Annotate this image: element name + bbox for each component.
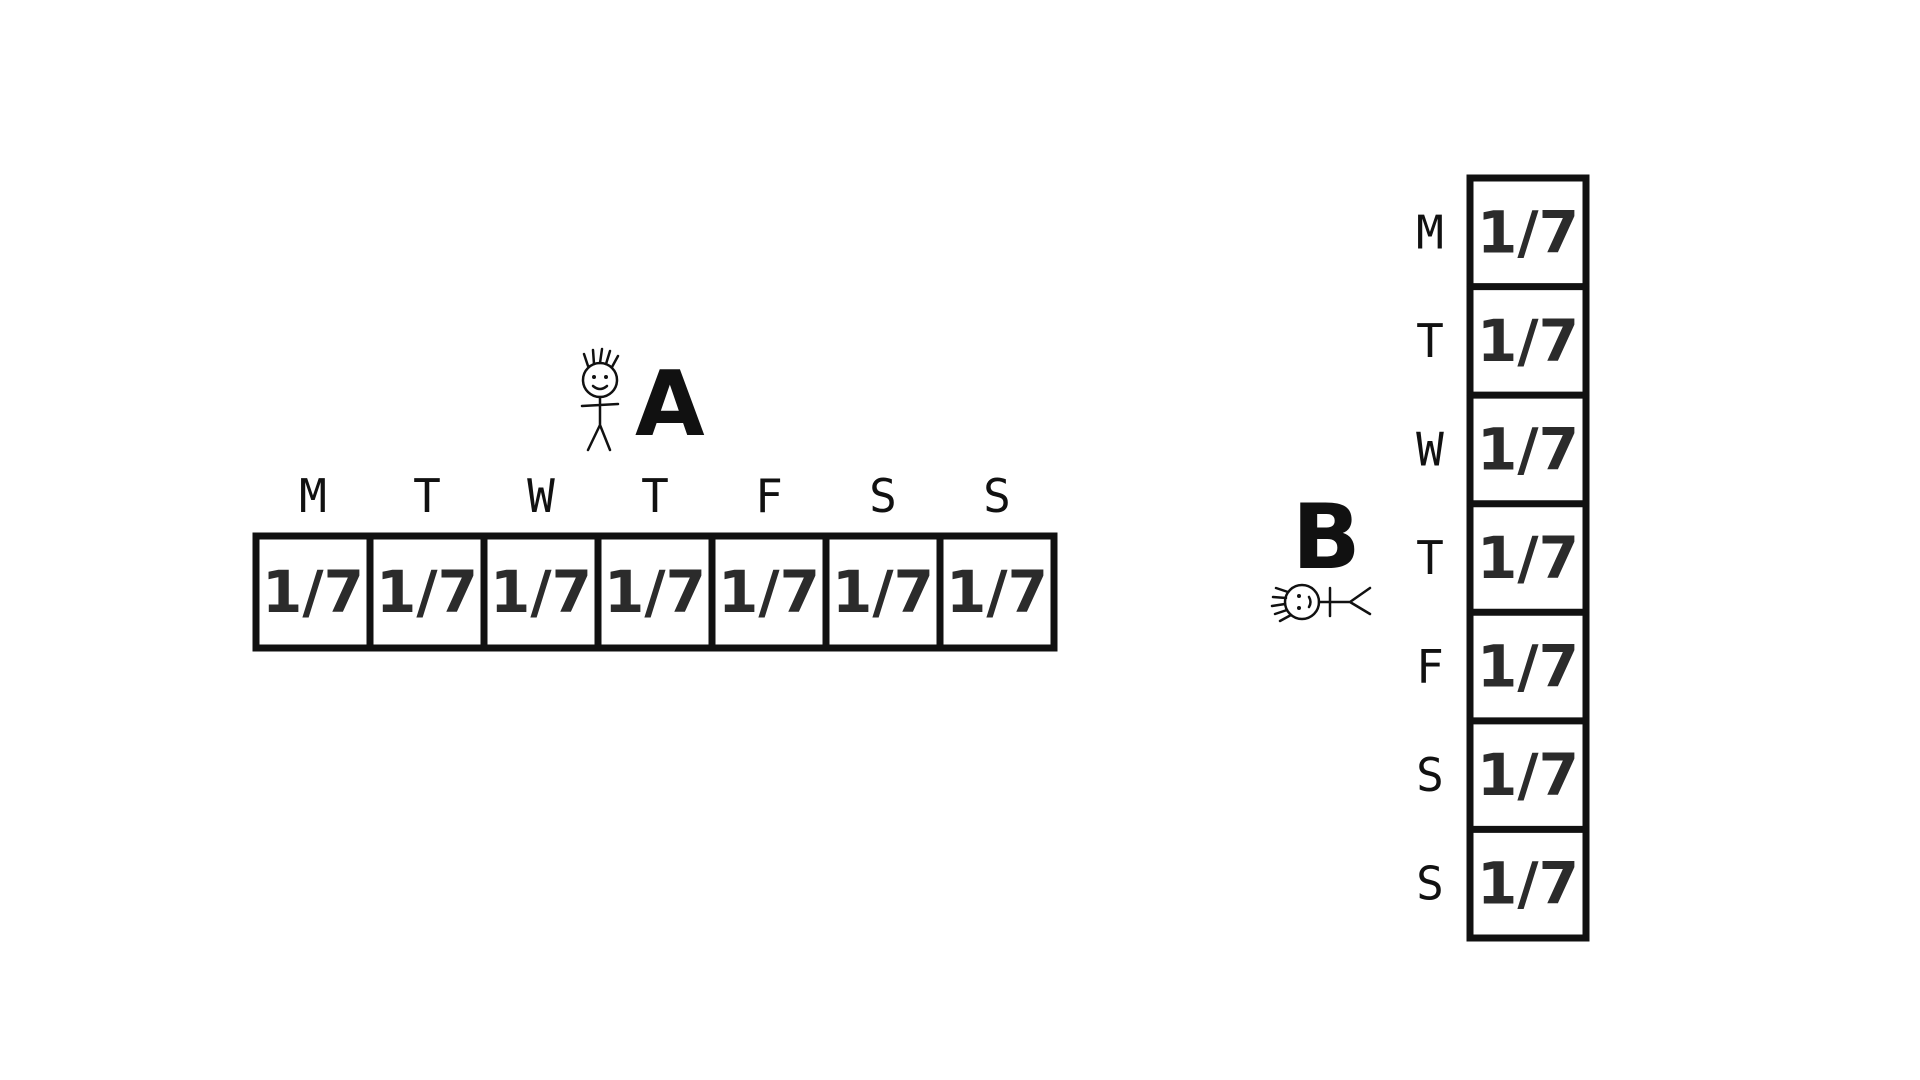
day-label: S xyxy=(983,469,1011,523)
cell-value: 1/7 xyxy=(946,558,1048,626)
cell-value: 1/7 xyxy=(832,558,934,626)
day-label: T xyxy=(1416,531,1444,585)
stick-figure-sideways-icon xyxy=(1270,583,1372,623)
person-a-label: A xyxy=(635,352,705,457)
day-label: F xyxy=(755,469,783,523)
day-label: W xyxy=(527,469,555,523)
cell-value: 1/7 xyxy=(1477,307,1579,375)
cell-value: 1/7 xyxy=(1477,741,1579,809)
day-label: T xyxy=(413,469,441,523)
cell-value: 1/7 xyxy=(490,558,592,626)
cell-value: 1/7 xyxy=(1477,198,1579,266)
cell-value: 1/7 xyxy=(1477,633,1579,701)
day-label: M xyxy=(1416,205,1444,259)
day-label: T xyxy=(641,469,669,523)
day-label: F xyxy=(1416,640,1444,694)
person-b-cell-grid xyxy=(1466,174,1590,942)
cell-value: 1/7 xyxy=(604,558,706,626)
cell-value: 1/7 xyxy=(1477,415,1579,483)
day-label: S xyxy=(1416,748,1444,802)
cell-value: 1/7 xyxy=(376,558,478,626)
person-b-cell-values: 1/7 1/7 1/7 1/7 1/7 1/7 1/7 xyxy=(1477,198,1579,917)
cell-value: 1/7 xyxy=(1477,850,1579,918)
person-a-cell-grid xyxy=(252,532,1058,652)
person-b-label: B xyxy=(1292,485,1361,590)
stick-figure-standing-icon xyxy=(580,347,620,452)
day-label: T xyxy=(1416,314,1444,368)
person-a-row-border xyxy=(252,532,1058,652)
person-b-column-border xyxy=(1466,174,1590,942)
cell-value: 1/7 xyxy=(262,558,364,626)
day-label: W xyxy=(1416,422,1444,476)
cell-value: 1/7 xyxy=(1477,524,1579,592)
cell-value: 1/7 xyxy=(718,558,820,626)
day-label: S xyxy=(869,469,897,523)
day-label: S xyxy=(1416,857,1444,911)
day-label: M xyxy=(299,469,327,523)
